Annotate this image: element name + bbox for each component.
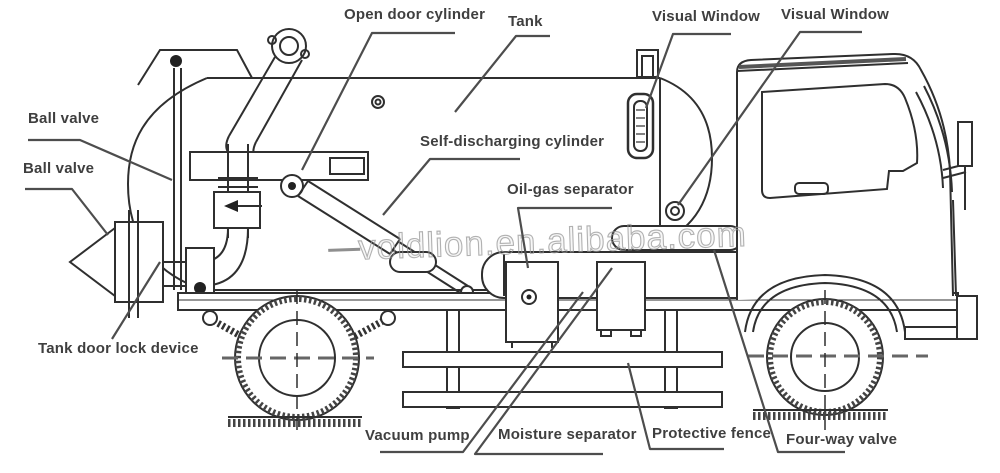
hinge-pin [170, 55, 182, 67]
leader-visual-window-1 [644, 32, 731, 109]
lifting-lug [371, 95, 385, 109]
leader-four-way-valve [712, 249, 845, 454]
protective-fence [402, 309, 723, 409]
front-wheel [748, 290, 928, 430]
leader-tank [454, 34, 550, 113]
label-protective-fence: Protective fence [652, 425, 772, 442]
label-open-door-cylinder: Open door cylinder [344, 6, 486, 23]
label-visual-window-2: Visual Window [781, 6, 890, 23]
bumper-face [956, 295, 978, 340]
label-ball-valve-2: Ball valve [23, 160, 95, 177]
wheel-arch-inner [752, 281, 898, 333]
leader-open-door-cylinder [301, 31, 455, 171]
leader-moisture-separator [473, 267, 613, 456]
label-moisture-separator: Moisture separator [498, 426, 637, 443]
leader-oil-gas-separator [516, 206, 612, 269]
mounting-beam [189, 151, 369, 181]
roof-band [738, 57, 907, 69]
leader-tank-door-lock-device [111, 261, 161, 340]
leader-protective-fence [626, 362, 724, 451]
label-four-way-valve: Four-way valve [786, 431, 898, 448]
oil-gas-separator [505, 261, 559, 348]
visual-window [626, 92, 655, 160]
leader-visual-window-2 [677, 30, 862, 206]
door-handle [794, 182, 829, 195]
ground [228, 409, 888, 427]
leader-ball-valve-1 [28, 138, 173, 182]
open-door-cylinder [225, 28, 310, 157]
label-tank: Tank [508, 13, 543, 30]
label-oil-gas-separator: Oil-gas separator [507, 181, 634, 198]
tank-rear-top-panel [137, 49, 253, 86]
label-vacuum-pump: Vacuum pump [365, 427, 470, 444]
rear-wheel [202, 290, 396, 436]
a-pillar-outer [923, 85, 953, 193]
label-self-discharging-cylinder: Self-discharging cylinder [420, 133, 605, 150]
suction-nozzle [68, 210, 164, 318]
mirror [957, 121, 973, 167]
tank-left-head [126, 77, 208, 291]
support-frame [173, 68, 369, 290]
sight-glass [665, 201, 685, 221]
leader-vacuum-pump [380, 291, 584, 454]
cab-outline [736, 52, 954, 300]
vacuum-pump [596, 261, 646, 337]
leader-self-discharging-cylinder [382, 157, 520, 216]
label-ball-valve-1: Ball valve [28, 110, 100, 127]
label-tank-door-lock-device: Tank door lock device [38, 340, 199, 357]
side-window [761, 82, 919, 200]
wheel-arch-outer [744, 273, 906, 333]
leader-lines [25, 30, 862, 456]
leader-ball-valve-2 [25, 187, 109, 236]
cab [736, 52, 978, 340]
tank [126, 49, 714, 291]
label-visual-window-1: Visual Window [652, 8, 761, 25]
a-pillar-inner [915, 91, 944, 189]
